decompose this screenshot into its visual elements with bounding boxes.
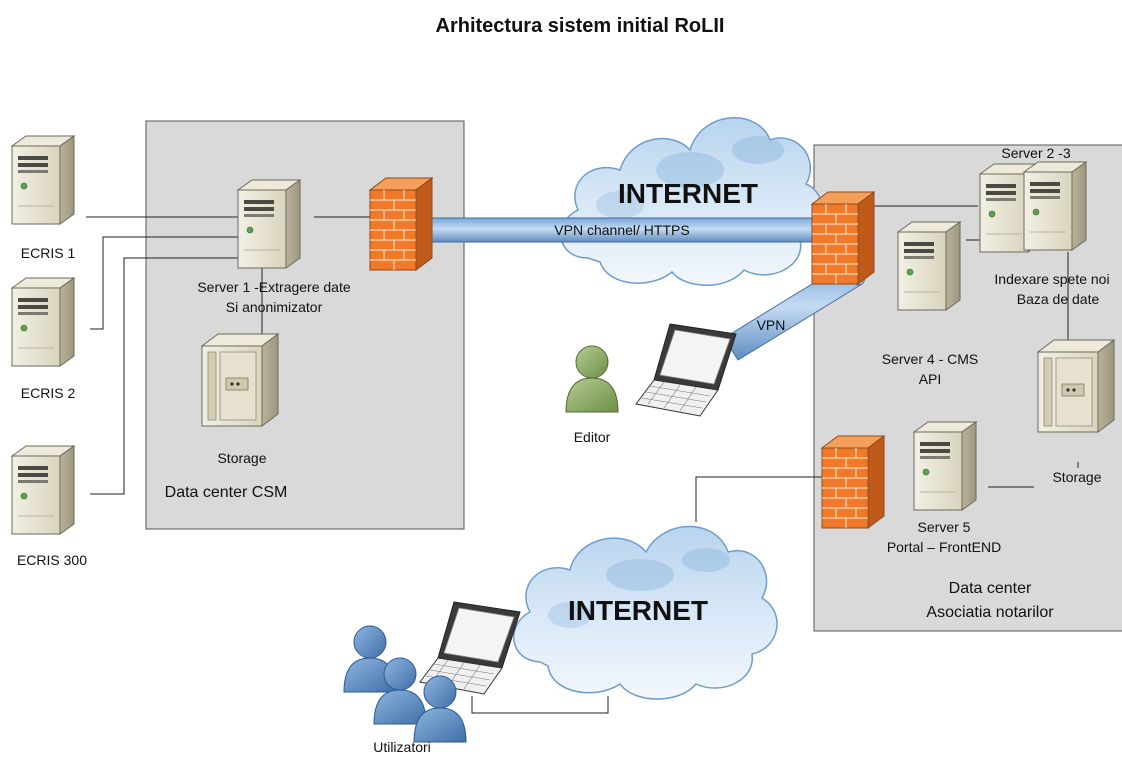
server4-label-line1: Server 4 - CMS [882, 351, 978, 367]
server4-label-line2: API [919, 371, 942, 387]
storage-notari-label: Storage [1052, 469, 1101, 485]
datacenter-csm-label: Data center CSM [165, 484, 288, 501]
firewall-notari-top-icon [811, 191, 875, 285]
users-label: Utilizatori [373, 739, 431, 755]
ecris1-server-icon [11, 135, 75, 225]
editor-laptop-icon [635, 323, 737, 417]
vpn-channel-label: VPN channel/ HTTPS [554, 222, 689, 238]
firewall-csm-icon [369, 177, 433, 271]
server1-label-line1: Server 1 -Extragere date [197, 279, 351, 295]
server5-label-line2: Portal – FrontEND [887, 539, 1001, 555]
storage-csm-icon [201, 333, 279, 427]
server23-label: Server 2 -3 [1001, 145, 1070, 161]
internet-bottom-label: INTERNET [568, 595, 708, 626]
storage-csm-label: Storage [217, 450, 266, 466]
datacenter-notari-label-line2: Asociatia notarilor [926, 604, 1054, 621]
vpn-label: VPN [757, 317, 786, 333]
firewall-notari-bottom-icon [821, 435, 885, 529]
connection-lines [86, 192, 1079, 714]
datacenter-notari-label-line1: Data center [949, 580, 1032, 597]
vpn-channel-pipe: VPN channel/ HTTPS [429, 217, 823, 243]
server5-label-line1: Server 5 [918, 519, 971, 535]
internet-cloud-top: INTERNET [560, 117, 823, 286]
server23-desc-line1: Indexare spete noi [994, 271, 1109, 287]
server5-icon [913, 421, 977, 511]
storage-notari-icon [1037, 339, 1115, 433]
diagram-title: Arhitectura sistem initial RoLII [436, 15, 725, 37]
server1-label-line2: Si anonimizator [226, 299, 323, 315]
editor-label: Editor [574, 429, 611, 445]
ecris2-server-icon [11, 277, 75, 367]
editor-person-icon [565, 345, 619, 413]
server23-front-icon [1023, 161, 1087, 251]
internet-top-label: INTERNET [618, 178, 758, 209]
server23-desc-line2: Baza de date [1017, 291, 1100, 307]
ecris300-server-icon [11, 445, 75, 535]
server1-icon [237, 179, 301, 269]
internet-cloud-bottom: INTERNET [513, 525, 778, 700]
server4-icon [897, 221, 961, 311]
ecris1-label: ECRIS 1 [21, 245, 76, 261]
ecris300-label: ECRIS 300 [17, 552, 87, 568]
ecris2-label: ECRIS 2 [21, 385, 76, 401]
